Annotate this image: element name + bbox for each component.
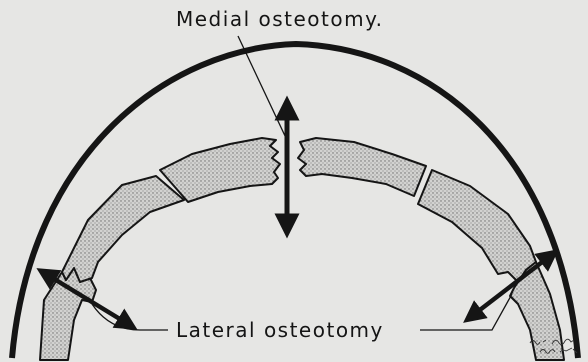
bone-segment-left-lower <box>40 268 96 360</box>
bone-segment-left <box>62 176 184 282</box>
bone-segment-upper-right <box>298 138 426 196</box>
bone-segment-right <box>418 170 536 282</box>
lateral-osteotomy-label: Lateral osteotomy <box>176 320 384 340</box>
lateral-leader-line-right <box>420 294 512 330</box>
medial-leader-line <box>238 36 286 138</box>
medial-osteotomy-label: Medial osteotomy. <box>176 9 383 29</box>
bone-segment-upper-left <box>160 138 280 202</box>
